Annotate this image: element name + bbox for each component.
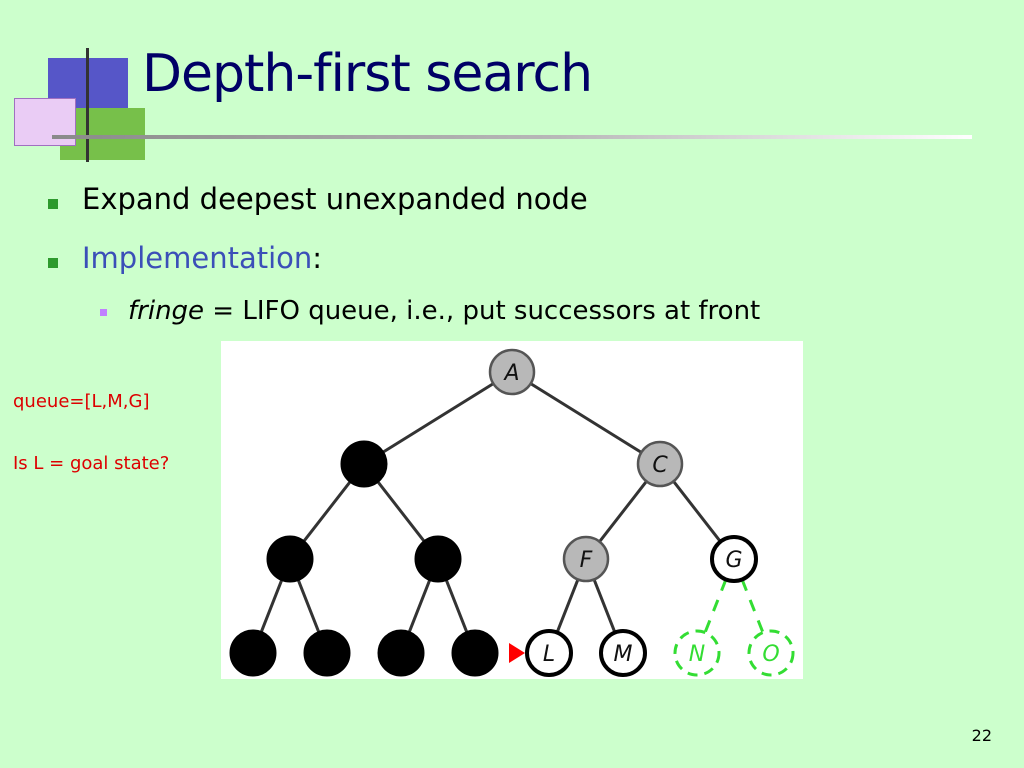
tree-node-label: N bbox=[689, 642, 705, 667]
bullet-square-icon bbox=[48, 199, 58, 209]
tree-node bbox=[340, 440, 388, 488]
tree-node-label: A bbox=[502, 361, 519, 386]
tree-node-n bbox=[673, 629, 721, 677]
logo-vertical-line bbox=[86, 48, 89, 162]
tree-edge bbox=[407, 578, 432, 634]
tree-node bbox=[377, 629, 425, 677]
tree-node-label: C bbox=[652, 453, 668, 478]
bullet-expand: Expand deepest unexpanded node bbox=[48, 182, 588, 216]
tree-node-label: L bbox=[543, 642, 555, 667]
tree-edge bbox=[302, 480, 352, 543]
tree-edge bbox=[598, 480, 648, 543]
tree-edge bbox=[259, 578, 284, 634]
queue-note: queue=[L,M,G] bbox=[13, 391, 150, 412]
implementation-label: Implementation bbox=[82, 241, 313, 275]
tree-node bbox=[229, 629, 277, 677]
tree-node-label: G bbox=[725, 548, 742, 573]
goal-question-note: Is L = goal state? bbox=[13, 453, 170, 474]
fringe-definition: = LIFO queue, i.e., put successors at fr… bbox=[204, 296, 761, 326]
tree-node bbox=[303, 629, 351, 677]
tree-edge bbox=[592, 578, 617, 634]
tree-node-o bbox=[747, 629, 795, 677]
search-tree-svg: A C F G L M N O bbox=[229, 348, 795, 677]
tree-edge bbox=[672, 480, 722, 543]
bullet-implementation: Implementation: bbox=[48, 241, 323, 275]
page-number: 22 bbox=[971, 726, 992, 745]
sub-bullet-square-icon bbox=[100, 309, 107, 316]
tree-edge bbox=[444, 578, 469, 634]
tree-edge bbox=[703, 578, 728, 634]
tree-edge bbox=[381, 382, 495, 454]
page-title: Depth-first search bbox=[142, 44, 593, 104]
tree-node-a bbox=[488, 348, 536, 396]
tree-node-label: F bbox=[580, 548, 593, 573]
current-node-pointer-icon bbox=[509, 643, 525, 663]
bullet-text: Expand deepest unexpanded node bbox=[82, 182, 588, 216]
tree-node-label: M bbox=[614, 642, 633, 667]
tree-edge bbox=[555, 578, 580, 634]
tree-node-f bbox=[562, 535, 610, 583]
title-divider bbox=[52, 135, 972, 139]
tree-node-label: O bbox=[762, 642, 779, 667]
tree-edge bbox=[740, 578, 765, 634]
tree-node-g bbox=[710, 535, 758, 583]
tree-node bbox=[414, 535, 462, 583]
search-tree-diagram: A C F G L M N O bbox=[221, 341, 803, 679]
tree-node-l bbox=[525, 629, 573, 677]
sub-bullet-fringe: fringe = LIFO queue, i.e., put successor… bbox=[100, 296, 761, 326]
tree-edge bbox=[376, 480, 426, 543]
fringe-term: fringe bbox=[128, 296, 205, 326]
tree-edge bbox=[529, 382, 643, 454]
tree-node bbox=[451, 629, 499, 677]
tree-node bbox=[266, 535, 314, 583]
bullet-square-icon bbox=[48, 258, 58, 268]
tree-node-m bbox=[599, 629, 647, 677]
tree-edge bbox=[296, 578, 321, 634]
implementation-colon: : bbox=[312, 241, 323, 275]
tree-node-c bbox=[636, 440, 684, 488]
